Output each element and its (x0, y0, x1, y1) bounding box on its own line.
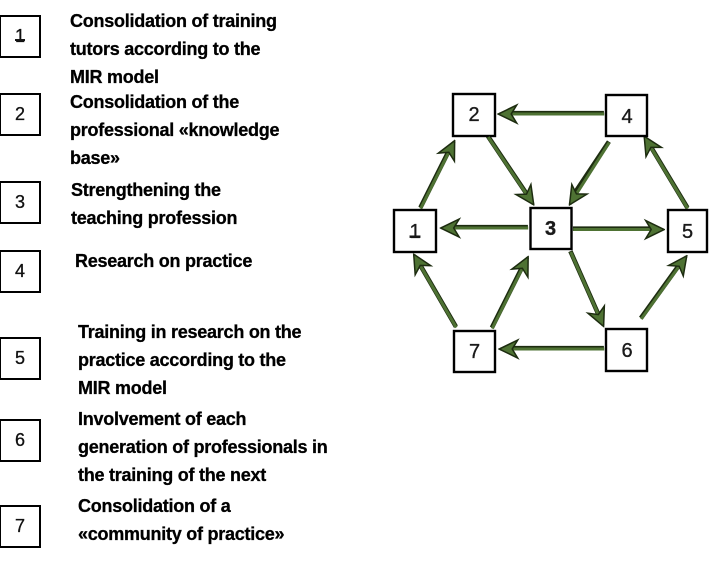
svg-text:4: 4 (621, 106, 632, 128)
svg-text:1: 1 (409, 221, 420, 243)
svg-text:7: 7 (469, 341, 480, 363)
svg-text:6: 6 (621, 340, 632, 362)
svg-text:2: 2 (468, 104, 479, 126)
svg-text:5: 5 (682, 221, 693, 243)
svg-text:3: 3 (545, 218, 556, 240)
